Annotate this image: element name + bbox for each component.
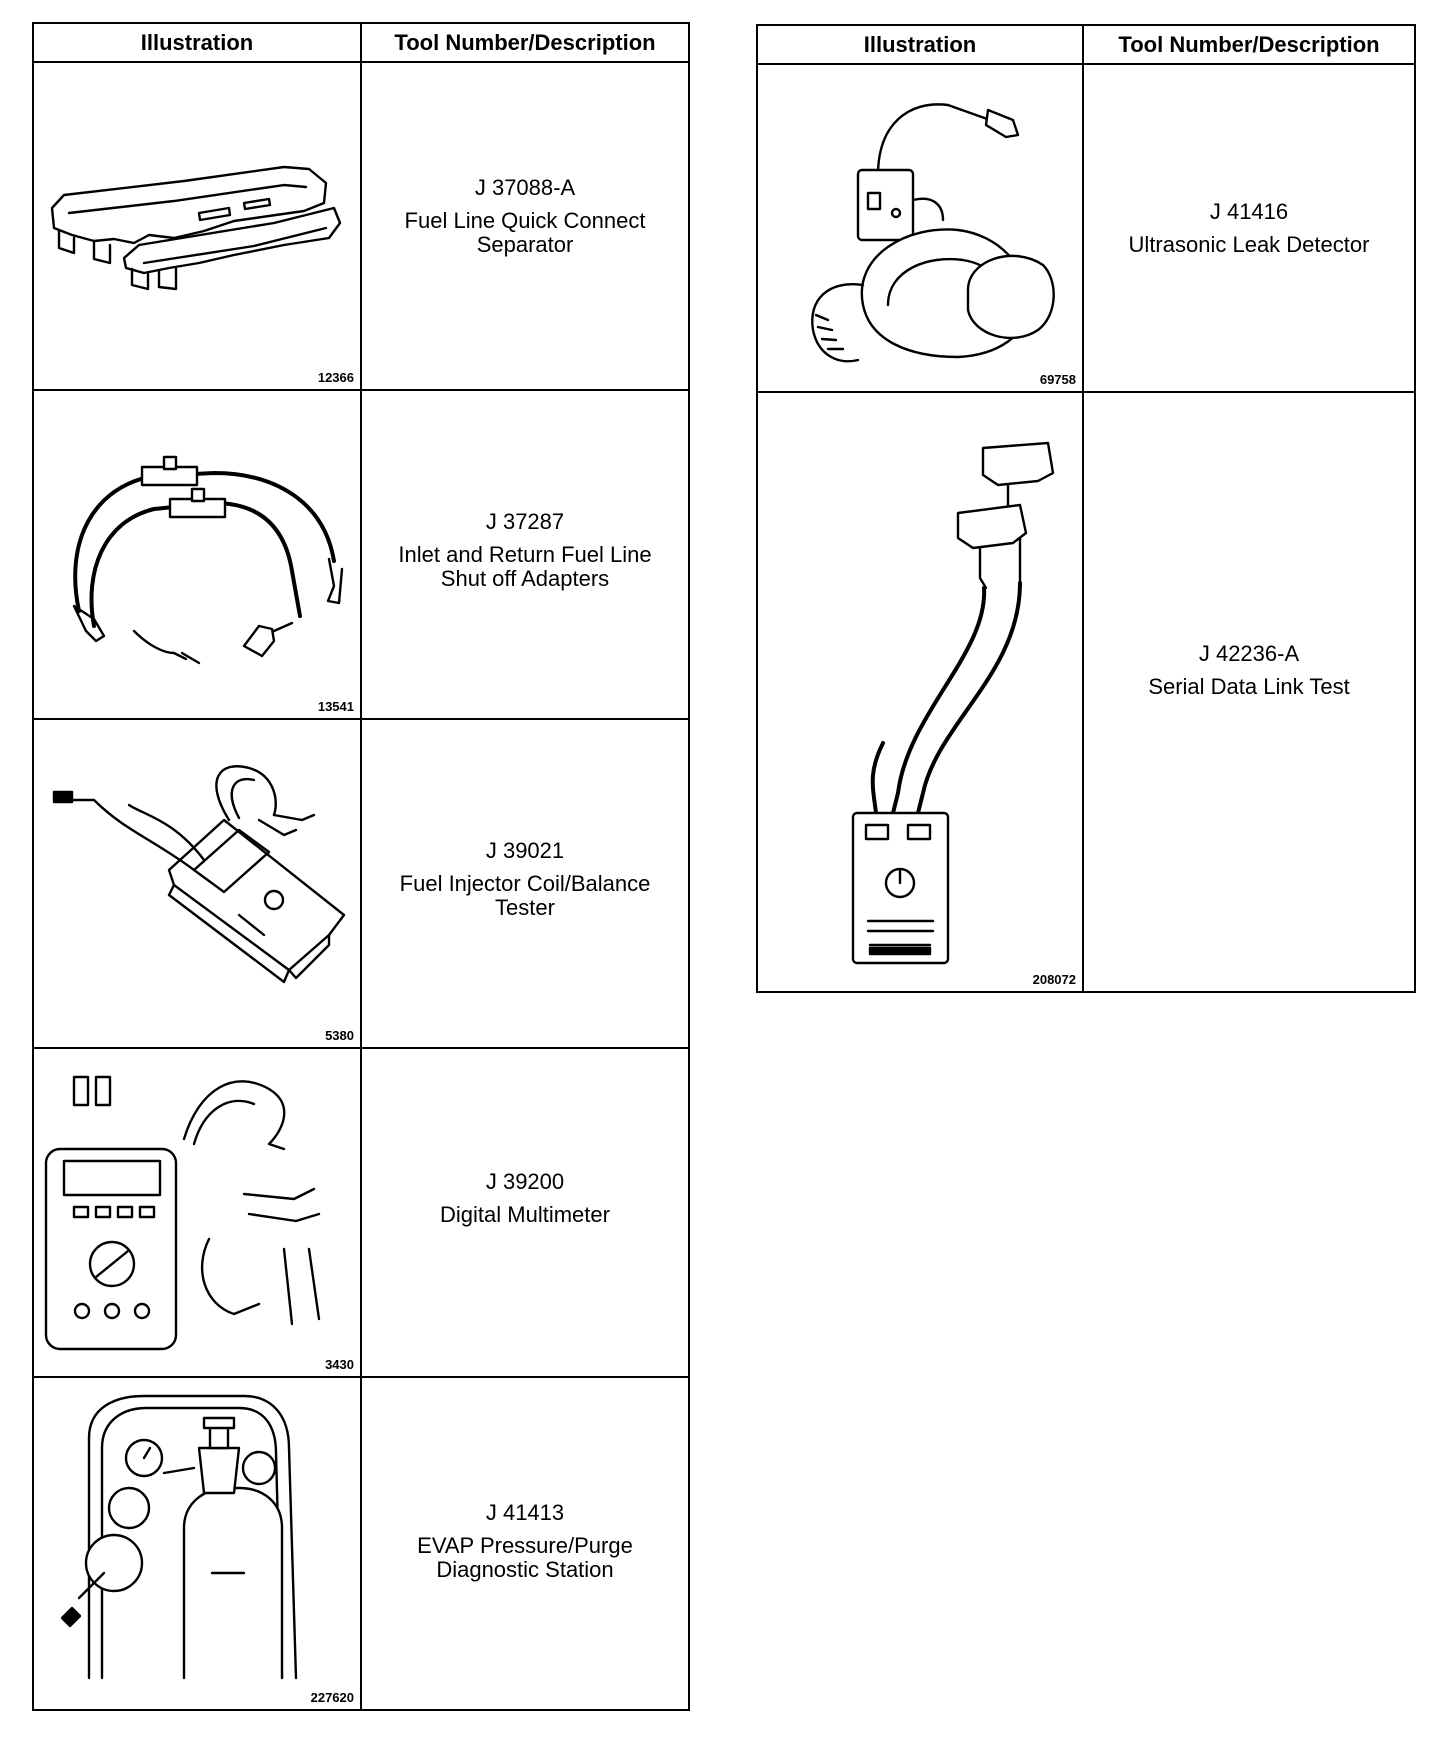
tool-cell: J 37088-A Fuel Line Quick Connect Separa… bbox=[360, 61, 690, 391]
tool-table-right: Illustration Tool Number/Description 697… bbox=[756, 24, 1416, 993]
quick-connect-separator-icon bbox=[50, 165, 342, 291]
tool-number: J 41416 bbox=[1209, 199, 1289, 224]
tool-description: EVAP Pressure/Purge Diagnostic Station bbox=[417, 1533, 633, 1582]
illustration-cell: 69758 bbox=[756, 63, 1084, 393]
illustration-cell: 208072 bbox=[756, 391, 1084, 993]
figure-number: 5380 bbox=[325, 1028, 354, 1043]
figure-number: 69758 bbox=[1039, 372, 1076, 387]
table-row: 3430 J 39200 Digital Multimeter bbox=[32, 1047, 690, 1378]
table-row: 227620 J 41413 EVAP Pressure/Purge Diagn… bbox=[32, 1376, 690, 1711]
figure-number: 13541 bbox=[317, 699, 354, 714]
illustration-cell: 13541 bbox=[32, 389, 362, 720]
tool-description: Ultrasonic Leak Detector bbox=[1128, 232, 1370, 257]
figure-number: 12366 bbox=[317, 370, 354, 385]
tool-cell: J 42236-A Serial Data Link Test bbox=[1082, 391, 1416, 993]
tool-cell: J 37287 Inlet and Return Fuel Line Shut … bbox=[360, 389, 690, 720]
leak-detector-icon bbox=[811, 103, 1055, 363]
illustration-cell: 5380 bbox=[32, 718, 362, 1049]
tool-cell: J 41416 Ultrasonic Leak Detector bbox=[1082, 63, 1416, 393]
tool-number: J 37287 bbox=[485, 509, 565, 534]
tool-cell: J 41413 EVAP Pressure/Purge Diagnostic S… bbox=[360, 1376, 690, 1711]
fuel-line-adapters-icon bbox=[72, 455, 344, 665]
multimeter-icon bbox=[44, 1075, 321, 1351]
tool-number: J 41413 bbox=[485, 1500, 565, 1525]
table-row: 12366 J 37088-A Fuel Line Quick Connect … bbox=[32, 61, 690, 391]
tool-table-left: Illustration Tool Number/Description 123… bbox=[32, 22, 690, 1711]
tool-cell: J 39021 Fuel Injector Coil/Balance Teste… bbox=[360, 718, 690, 1049]
figure-number: 227620 bbox=[310, 1690, 354, 1705]
tool-cell: J 39200 Digital Multimeter bbox=[360, 1047, 690, 1378]
injector-tester-icon bbox=[52, 765, 346, 984]
illustration-cell: 12366 bbox=[32, 61, 362, 391]
tool-header: Tool Number/Description bbox=[1082, 24, 1416, 65]
illustration-header: Illustration bbox=[32, 22, 362, 63]
table-row: 208072 J 42236-A Serial Data Link Test bbox=[756, 391, 1416, 993]
tool-header: Tool Number/Description bbox=[360, 22, 690, 63]
tool-description: Digital Multimeter bbox=[440, 1202, 610, 1227]
table-row: 5380 J 39021 Fuel Injector Coil/Balance … bbox=[32, 718, 690, 1049]
figure-number: 3430 bbox=[325, 1357, 354, 1372]
tool-number: J 39200 bbox=[485, 1169, 565, 1194]
tool-description: Fuel Line Quick Connect Separator bbox=[404, 208, 646, 257]
tool-number: J 39021 bbox=[485, 838, 565, 863]
tool-number: J 37088-A bbox=[474, 175, 576, 200]
table-row: 69758 J 41416 Ultrasonic Leak Detector bbox=[756, 63, 1416, 393]
illustration-cell: 3430 bbox=[32, 1047, 362, 1378]
tool-description: Fuel Injector Coil/Balance Tester bbox=[399, 871, 651, 920]
tool-description: Inlet and Return Fuel Line Shut off Adap… bbox=[398, 542, 652, 591]
illustration-header: Illustration bbox=[756, 24, 1084, 65]
table-header: Illustration Tool Number/Description bbox=[756, 24, 1416, 65]
table-header: Illustration Tool Number/Description bbox=[32, 22, 690, 63]
evap-station-icon bbox=[60, 1394, 298, 1680]
data-link-tester-icon bbox=[851, 441, 1055, 965]
illustration-cell: 227620 bbox=[32, 1376, 362, 1711]
table-row: 13541 J 37287 Inlet and Return Fuel Line… bbox=[32, 389, 690, 720]
tool-number: J 42236-A bbox=[1198, 641, 1300, 666]
tool-description: Serial Data Link Test bbox=[1148, 674, 1350, 699]
figure-number: 208072 bbox=[1032, 972, 1076, 987]
